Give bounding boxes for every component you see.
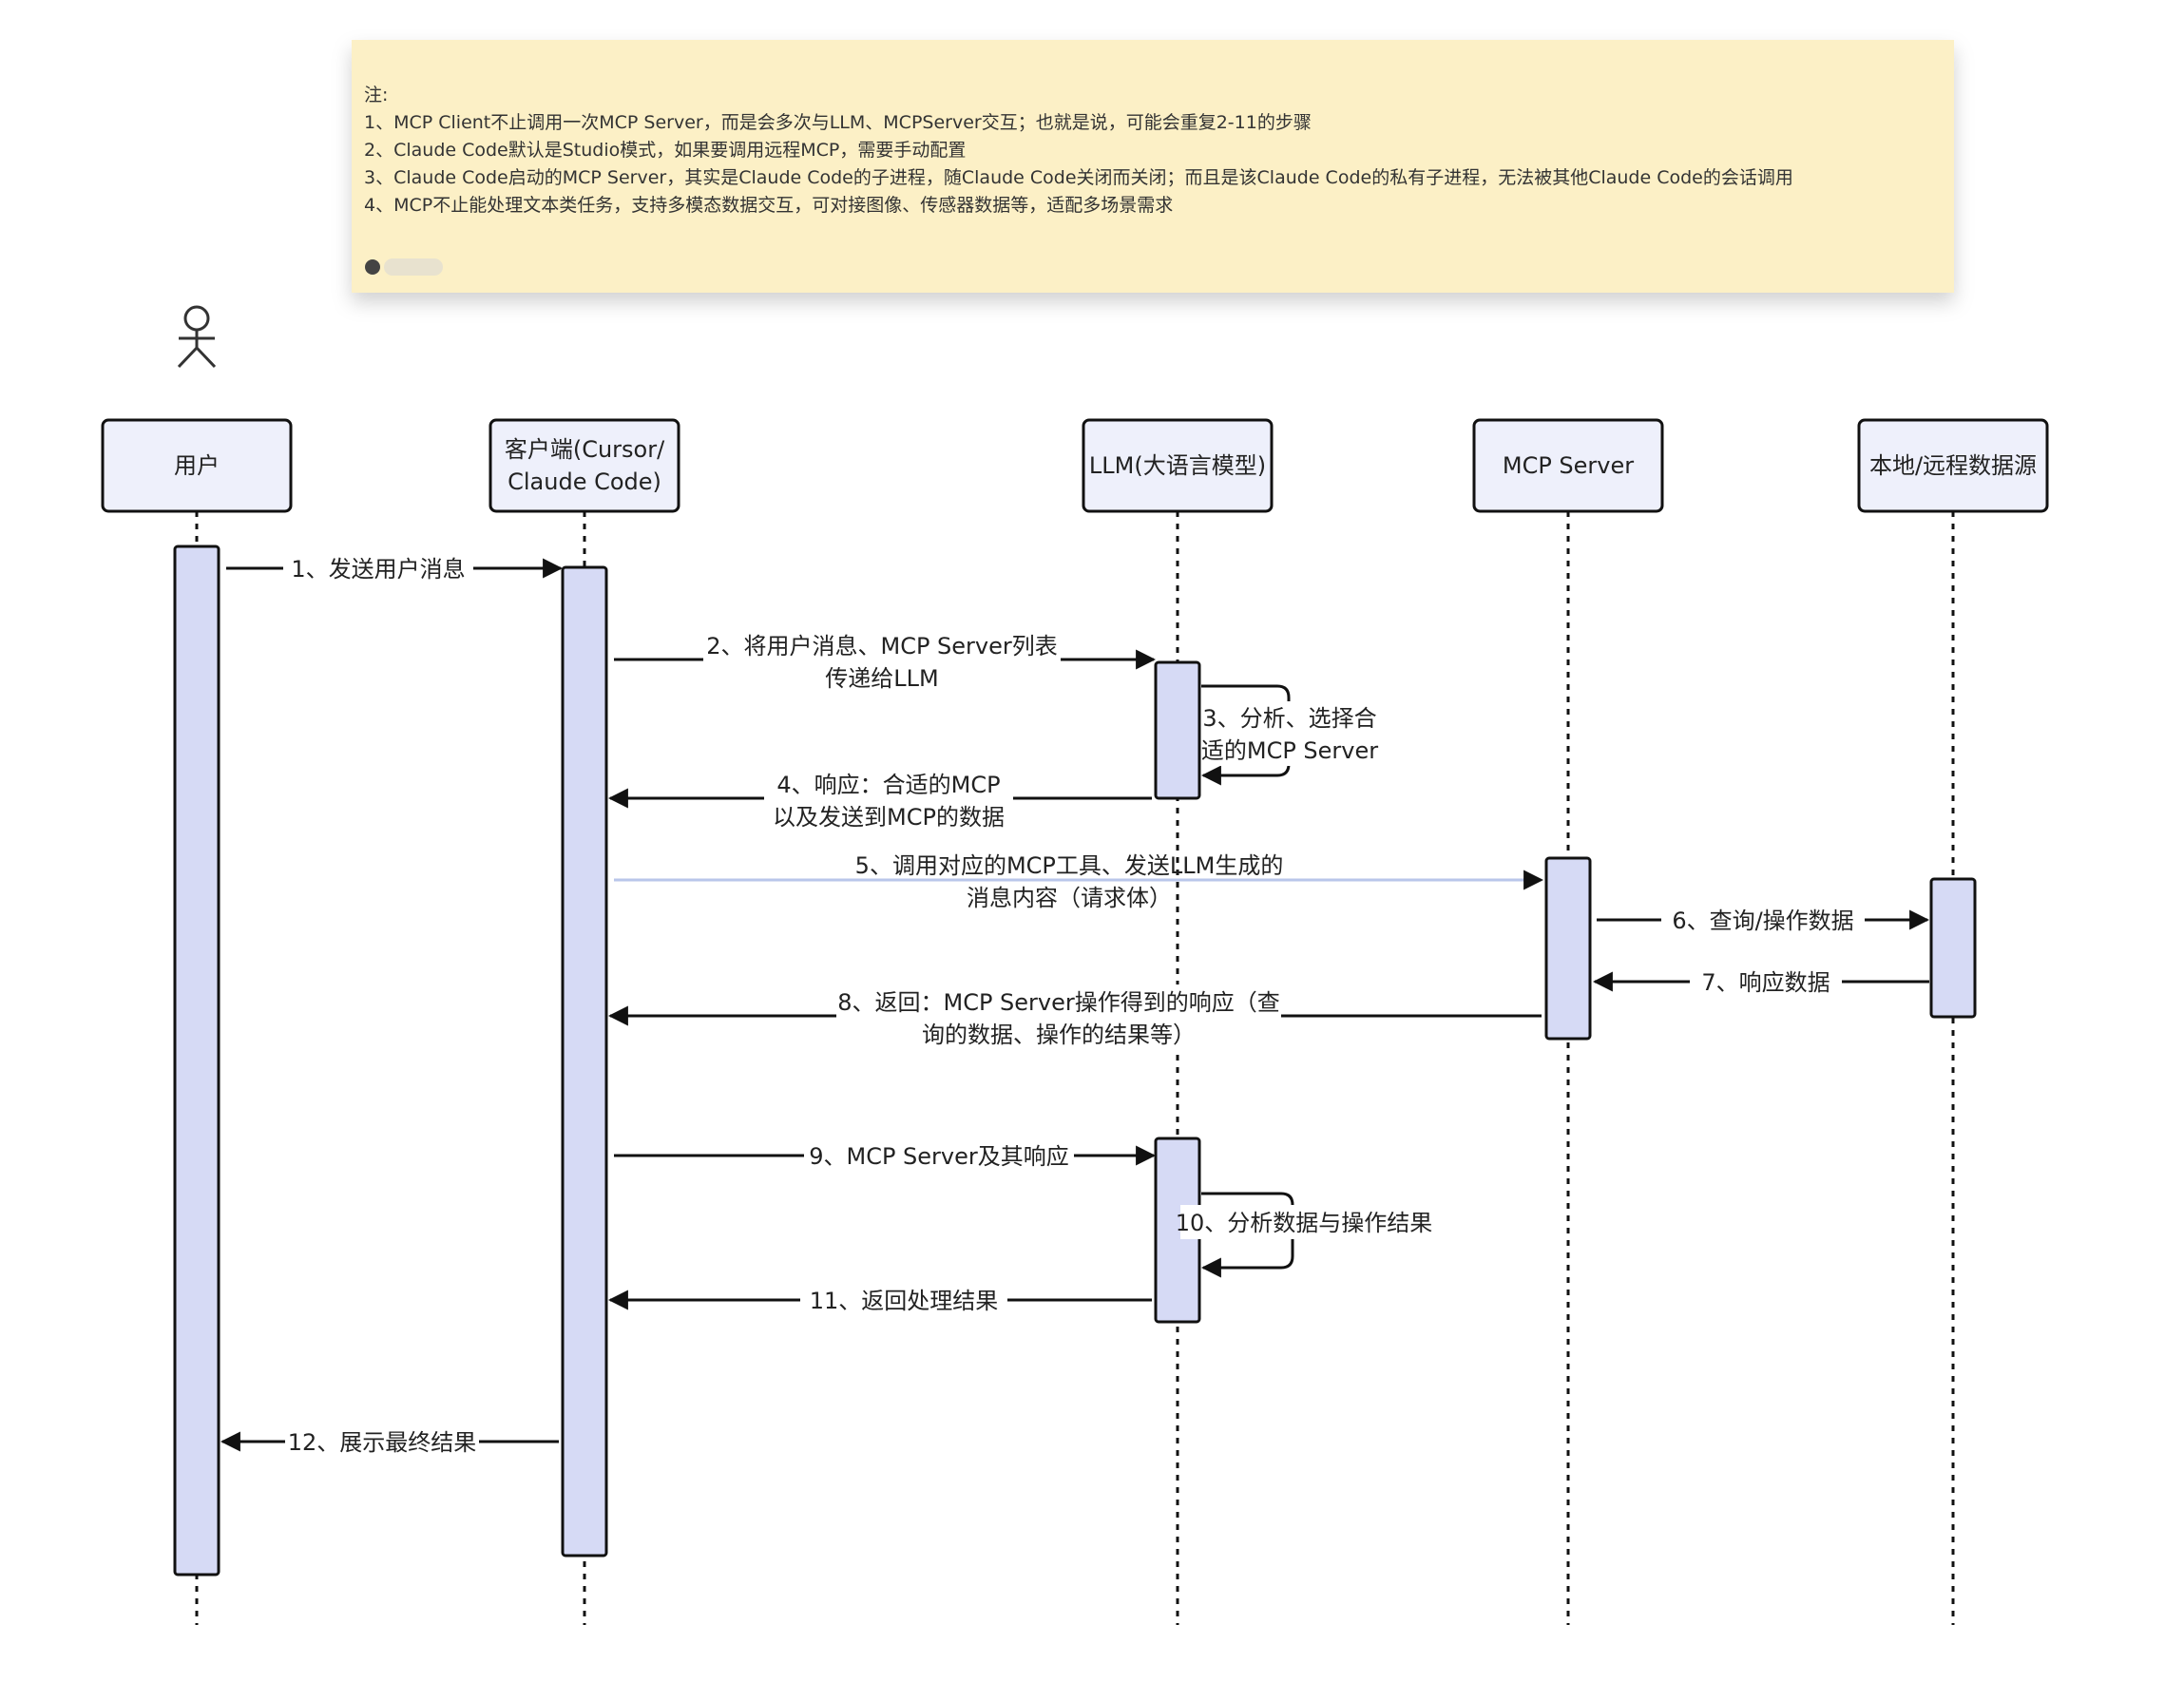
actor-label: MCP Server — [1503, 452, 1634, 479]
message-label: 传递给LLM — [825, 665, 938, 692]
actor-llm: LLM(大语言模型) — [1082, 418, 1274, 513]
message-label: 消息内容（请求体） — [967, 885, 1172, 911]
activation-mcp-server — [1544, 856, 1592, 1041]
message-label: 6、查询/操作数据 — [1672, 908, 1853, 934]
actor-label: LLM(大语言模型) — [1089, 452, 1266, 479]
author-avatar-icon — [365, 258, 443, 276]
actor-label: 用户 — [174, 452, 220, 479]
message-8: 8、返回：MCP Server操作得到的响应（查 询的数据、操作的结果等） — [607, 984, 1542, 1051]
actor-label: Claude Code) — [508, 468, 661, 495]
activation-user — [173, 545, 220, 1577]
message-7: 7、响应数据 — [1592, 965, 1929, 999]
message-label: 1、发送用户消息 — [291, 556, 465, 583]
actor-mcp-server: MCP Server — [1472, 418, 1664, 513]
actor-user: 用户 — [101, 418, 293, 513]
message-2: 2、将用户消息、MCP Server列表 传递给LLM — [614, 629, 1157, 692]
message-label: 9、MCP Server及其响应 — [809, 1143, 1069, 1170]
note-line: 2、Claude Code默认是Studio模式，如果要调用远程MCP，需要手动… — [364, 140, 966, 161]
message-label: 8、返回：MCP Server操作得到的响应（查 — [837, 989, 1280, 1016]
user-actor-icon — [177, 305, 217, 369]
message-9: 9、MCP Server及其响应 — [614, 1138, 1157, 1173]
message-label: 5、调用对应的MCP工具、发送LLM生成的 — [855, 852, 1284, 879]
message-10: 10、分析数据与操作结果 — [1176, 1192, 1433, 1278]
message-label: 以及发送到MCP的数据 — [773, 804, 1005, 831]
message-12: 12、展示最终结果 — [220, 1424, 559, 1459]
note-line: 3、Claude Code启动的MCP Server，其实是Claude Cod… — [364, 167, 1793, 188]
note-panel: 注: 1、MCP Client不止调用一次MCP Server，而是会多次与LL… — [352, 40, 1954, 293]
message-6: 6、查询/操作数据 — [1597, 903, 1930, 937]
message-label: 询的数据、操作的结果等） — [922, 1022, 1196, 1048]
activation-client — [561, 565, 608, 1558]
message-label: 4、响应：合适的MCP — [776, 772, 1000, 798]
message-label: 10、分析数据与操作结果 — [1176, 1210, 1433, 1236]
actor-label: 客户端(Cursor/ — [505, 436, 665, 463]
actor-label: 本地/远程数据源 — [1869, 452, 2037, 479]
activation-data-source — [1929, 877, 1977, 1019]
message-label: 12、展示最终结果 — [288, 1429, 477, 1456]
actor-client: 客户端(Cursor/ Claude Code) — [489, 418, 680, 513]
message-label: 3、分析、选择合 — [1202, 705, 1376, 732]
message-label: 2、将用户消息、MCP Server列表 — [706, 633, 1058, 659]
message-label: 适的MCP Server — [1201, 737, 1378, 764]
message-label: 7、响应数据 — [1701, 969, 1830, 996]
actor-data-source: 本地/远程数据源 — [1857, 418, 2049, 513]
note-line: 注: — [364, 85, 388, 105]
message-label: 11、返回处理结果 — [810, 1288, 999, 1314]
note-line: 1、MCP Client不止调用一次MCP Server，而是会多次与LLM、M… — [364, 112, 1312, 133]
activation-llm-1 — [1154, 660, 1201, 800]
message-4: 4、响应：合适的MCP 以及发送到MCP的数据 — [607, 768, 1152, 832]
message-5: 5、调用对应的MCP工具、发送LLM生成的 消息内容（请求体） — [614, 852, 1544, 911]
message-11: 11、返回处理结果 — [607, 1283, 1152, 1317]
message-1: 1、发送用户消息 — [226, 551, 564, 585]
note-line: 4、MCP不止能处理文本类任务，支持多模态数据交互，可对接图像、传感器数据等，适… — [364, 195, 1173, 216]
message-3: 3、分析、选择合 适的MCP Server — [1201, 684, 1378, 786]
